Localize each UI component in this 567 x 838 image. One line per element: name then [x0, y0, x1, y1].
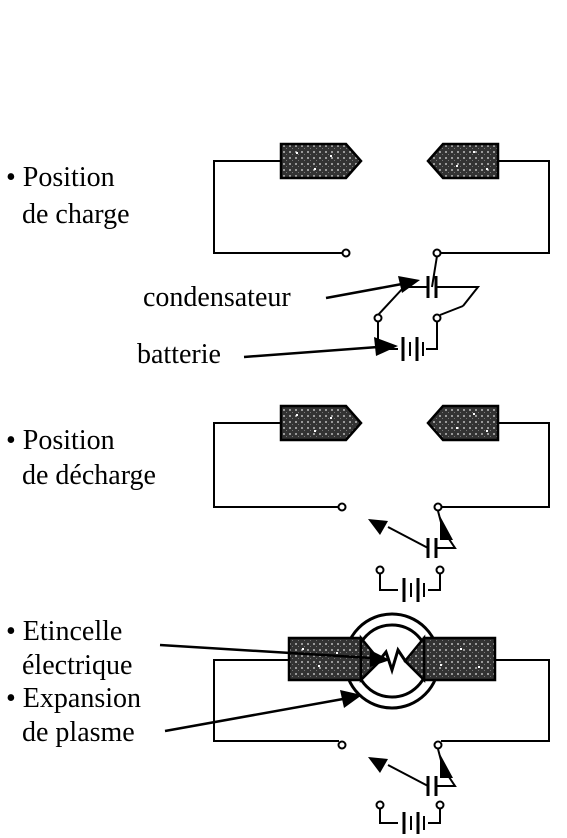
spark-title-line3: • Expansion: [6, 683, 142, 714]
spark-title-line2: électrique: [22, 650, 133, 681]
left-electrode-2: [279, 404, 363, 442]
switch-arrow-2: [368, 519, 388, 535]
right-wire: [440, 160, 550, 254]
left-electrode-3: [287, 636, 363, 682]
electrode-dots-3: [302, 648, 480, 668]
electrode-dots-2: [296, 413, 488, 432]
plasma-pointer: [164, 690, 362, 733]
spark-bolt: [376, 646, 408, 675]
charge-title-line1: • Position: [6, 162, 115, 193]
electrode-dots-1: [296, 151, 488, 170]
battery-label: batterie: [137, 339, 221, 370]
switch-arrow-2b: [440, 516, 453, 540]
discharge-title-line2: de décharge: [22, 460, 156, 491]
discharge-title-line1: • Position: [6, 425, 115, 456]
spark-title-line1: • Etincelle: [6, 616, 123, 647]
left-wire: [213, 160, 343, 254]
charge-circuit: [213, 142, 550, 361]
switch-arrow-3b: [440, 754, 453, 778]
right-electrode-2: [426, 404, 500, 442]
spark-title-line4: de plasme: [22, 717, 135, 748]
left-terminal: [341, 248, 351, 258]
spark-circuit: [213, 612, 550, 834]
right-electrode-3: [422, 636, 497, 682]
capacitor-label: condensateur: [143, 282, 291, 313]
left-electrode: [279, 142, 363, 180]
charge-title-line2: de charge: [22, 199, 130, 230]
right-electrode: [426, 142, 500, 180]
switch-arrow-3: [368, 757, 388, 773]
discharge-circuit: [213, 404, 550, 602]
battery-pointer: [243, 337, 398, 359]
right-terminal: [432, 248, 442, 258]
capacitor-pointer: [325, 276, 420, 300]
spark-pointer: [159, 643, 390, 667]
